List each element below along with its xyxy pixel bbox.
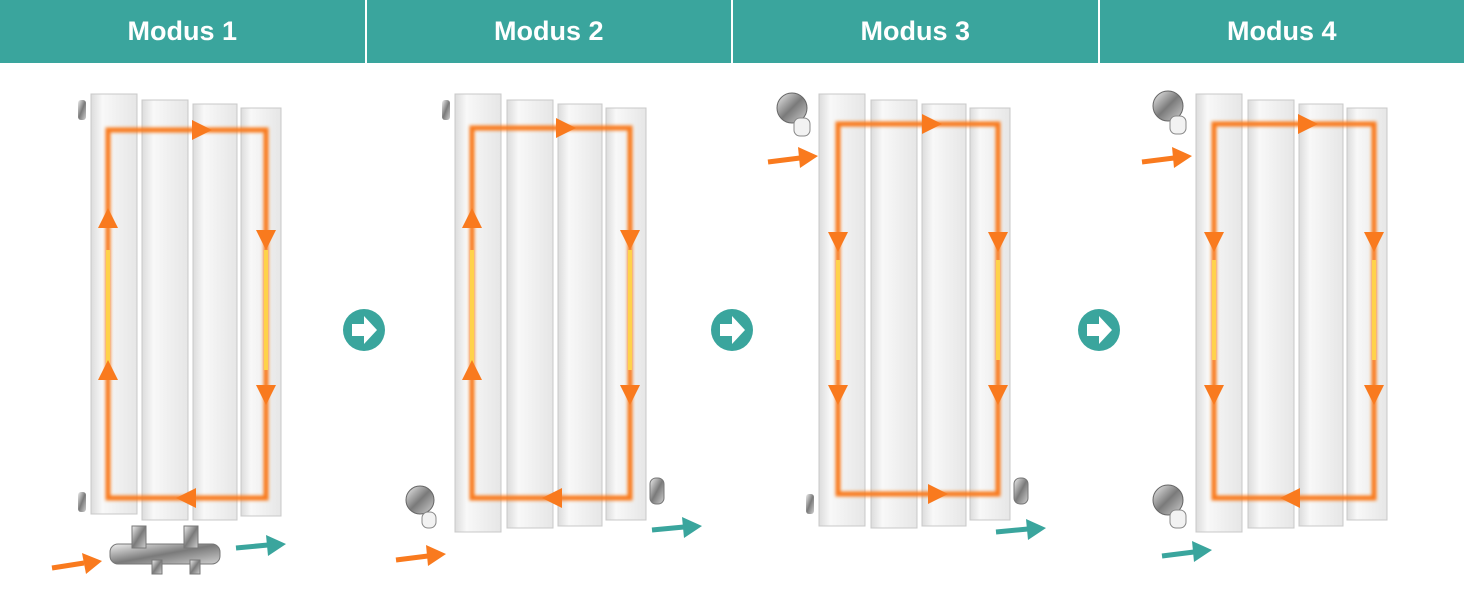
- outlet-arrow-icon: [235, 535, 286, 556]
- heat-flow-loop: [1204, 114, 1384, 508]
- flow-arrow-icon: [988, 385, 1008, 405]
- flow-arrow-icon: [1204, 232, 1224, 252]
- flow-arrow-icon: [462, 208, 482, 228]
- chrome-valve-icon: [649, 477, 665, 505]
- tab-modus-3[interactable]: Modus 3: [733, 0, 1100, 63]
- flow-arrow-icon: [928, 484, 948, 504]
- mode-header-bar: Modus 1 Modus 2 Modus 3 Modus 4: [0, 0, 1464, 63]
- flow-arrow-icon: [1280, 488, 1300, 508]
- outlet-arrow-icon: [651, 517, 702, 538]
- radiator-mode-1: [51, 93, 286, 575]
- wall-bracket: [78, 100, 86, 120]
- radiator-mode-3: [767, 92, 1046, 540]
- flow-arrow-icon: [922, 114, 942, 134]
- chrome-valve-icon: [776, 92, 811, 137]
- flow-arrow-icon: [556, 118, 576, 138]
- inlet-arrow-icon: [767, 147, 818, 168]
- radiator-panels: [1195, 93, 1388, 533]
- heat-flow-loop: [98, 120, 276, 508]
- outlet-arrow-icon: [995, 519, 1046, 540]
- wall-bracket: [442, 100, 450, 120]
- inlet-arrow-icon: [51, 553, 102, 574]
- radiator-panels: [90, 93, 282, 521]
- chrome-valve-icon: [109, 525, 221, 575]
- wall-bracket: [78, 492, 86, 512]
- flow-arrow-icon: [1364, 385, 1384, 405]
- wall-bracket: [806, 494, 814, 514]
- flow-arrow-icon: [828, 385, 848, 405]
- flow-arrow-icon: [988, 232, 1008, 252]
- chrome-valve-icon: [1152, 90, 1187, 135]
- flow-arrow-icon: [620, 230, 640, 250]
- flow-arrow-icon: [1204, 385, 1224, 405]
- flow-arrow-icon: [462, 360, 482, 380]
- flow-arrow-icon: [176, 488, 196, 508]
- chrome-valve-icon: [1152, 484, 1187, 529]
- flow-arrow-icon: [98, 360, 118, 380]
- radiator-panels: [454, 93, 647, 533]
- radiator-mode-2: [395, 93, 702, 566]
- flow-arrow-icon: [828, 232, 848, 252]
- flow-arrow-icon: [256, 385, 276, 405]
- outlet-arrow-icon: [1161, 541, 1212, 562]
- flow-arrow-icon: [192, 120, 212, 140]
- tab-modus-4[interactable]: Modus 4: [1099, 0, 1464, 63]
- flow-arrow-icon: [1364, 232, 1384, 252]
- flow-arrow-icon: [542, 488, 562, 508]
- flow-arrow-icon: [1298, 114, 1318, 134]
- flow-arrow-icon: [98, 208, 118, 228]
- chrome-valve-icon: [1013, 477, 1029, 505]
- arrow-right-circle-icon: [343, 309, 385, 351]
- heat-flow-loop: [828, 114, 1008, 504]
- arrow-right-circle-icon: [1078, 309, 1120, 351]
- tab-modus-2[interactable]: Modus 2: [366, 0, 733, 63]
- inlet-arrow-icon: [1141, 147, 1192, 168]
- heat-flow-loop: [462, 118, 640, 508]
- inlet-arrow-icon: [395, 545, 446, 566]
- radiator-illustration: [51, 90, 1388, 575]
- radiator-panels: [818, 93, 1011, 529]
- flow-arrow-icon: [256, 230, 276, 250]
- tab-modus-1[interactable]: Modus 1: [0, 0, 367, 63]
- chrome-valve-icon: [405, 485, 437, 529]
- radiator-mode-4: [1141, 90, 1388, 562]
- arrow-right-circle-icon: [711, 309, 753, 351]
- flow-arrow-icon: [620, 385, 640, 405]
